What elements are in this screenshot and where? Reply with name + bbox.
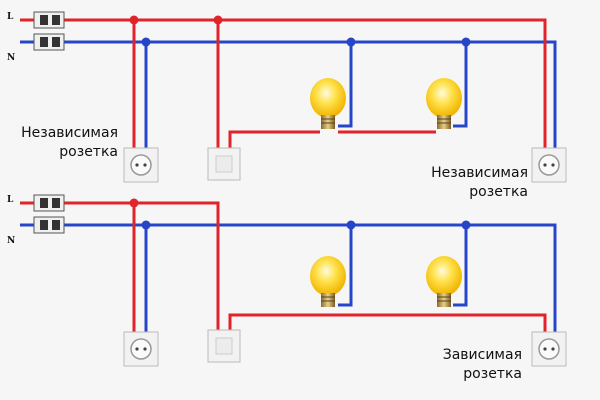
power-socket-icon xyxy=(123,147,159,183)
label-line: Независимая xyxy=(21,125,118,141)
diagram-independent xyxy=(20,11,567,183)
power-socket-icon xyxy=(531,147,567,183)
label-left-top: Независимая розетка xyxy=(12,124,118,162)
light-bulb-icon xyxy=(310,256,346,307)
label-line: розетка xyxy=(463,366,522,382)
label-line: Зависимая xyxy=(442,347,522,363)
circuit-breaker-icon xyxy=(33,216,65,234)
neutral-line-letter: N xyxy=(7,236,16,246)
label-line: Независимая xyxy=(431,165,528,181)
neutral-line-letter: N xyxy=(7,53,16,63)
light-bulb-icon xyxy=(426,256,462,307)
label-right-bottom: Зависимая розетка xyxy=(400,346,522,384)
diagram-dependent xyxy=(20,194,567,367)
power-socket-icon xyxy=(123,331,159,367)
light-switch-icon xyxy=(207,329,241,363)
phase-line-letter: L xyxy=(7,12,14,22)
light-bulb-icon xyxy=(426,78,462,129)
circuit-breaker-icon xyxy=(33,11,65,29)
label-line: розетка xyxy=(59,144,118,160)
junctions-top xyxy=(129,15,471,47)
phase-wires-bottom xyxy=(20,201,547,335)
power-socket-icon xyxy=(531,331,567,367)
circuit-breaker-icon xyxy=(33,33,65,51)
light-bulb-icon xyxy=(310,78,346,129)
phase-wires-top xyxy=(20,18,547,158)
label-right-top: Независимая розетка xyxy=(400,164,528,202)
label-line: розетка xyxy=(469,184,528,200)
circuit-breaker-icon xyxy=(33,194,65,212)
junctions-bottom xyxy=(129,198,471,230)
light-switch-icon xyxy=(207,147,241,181)
neutral-wires-top xyxy=(20,40,557,158)
phase-line-letter: L xyxy=(7,195,14,205)
neutral-wires-bottom xyxy=(20,223,557,335)
